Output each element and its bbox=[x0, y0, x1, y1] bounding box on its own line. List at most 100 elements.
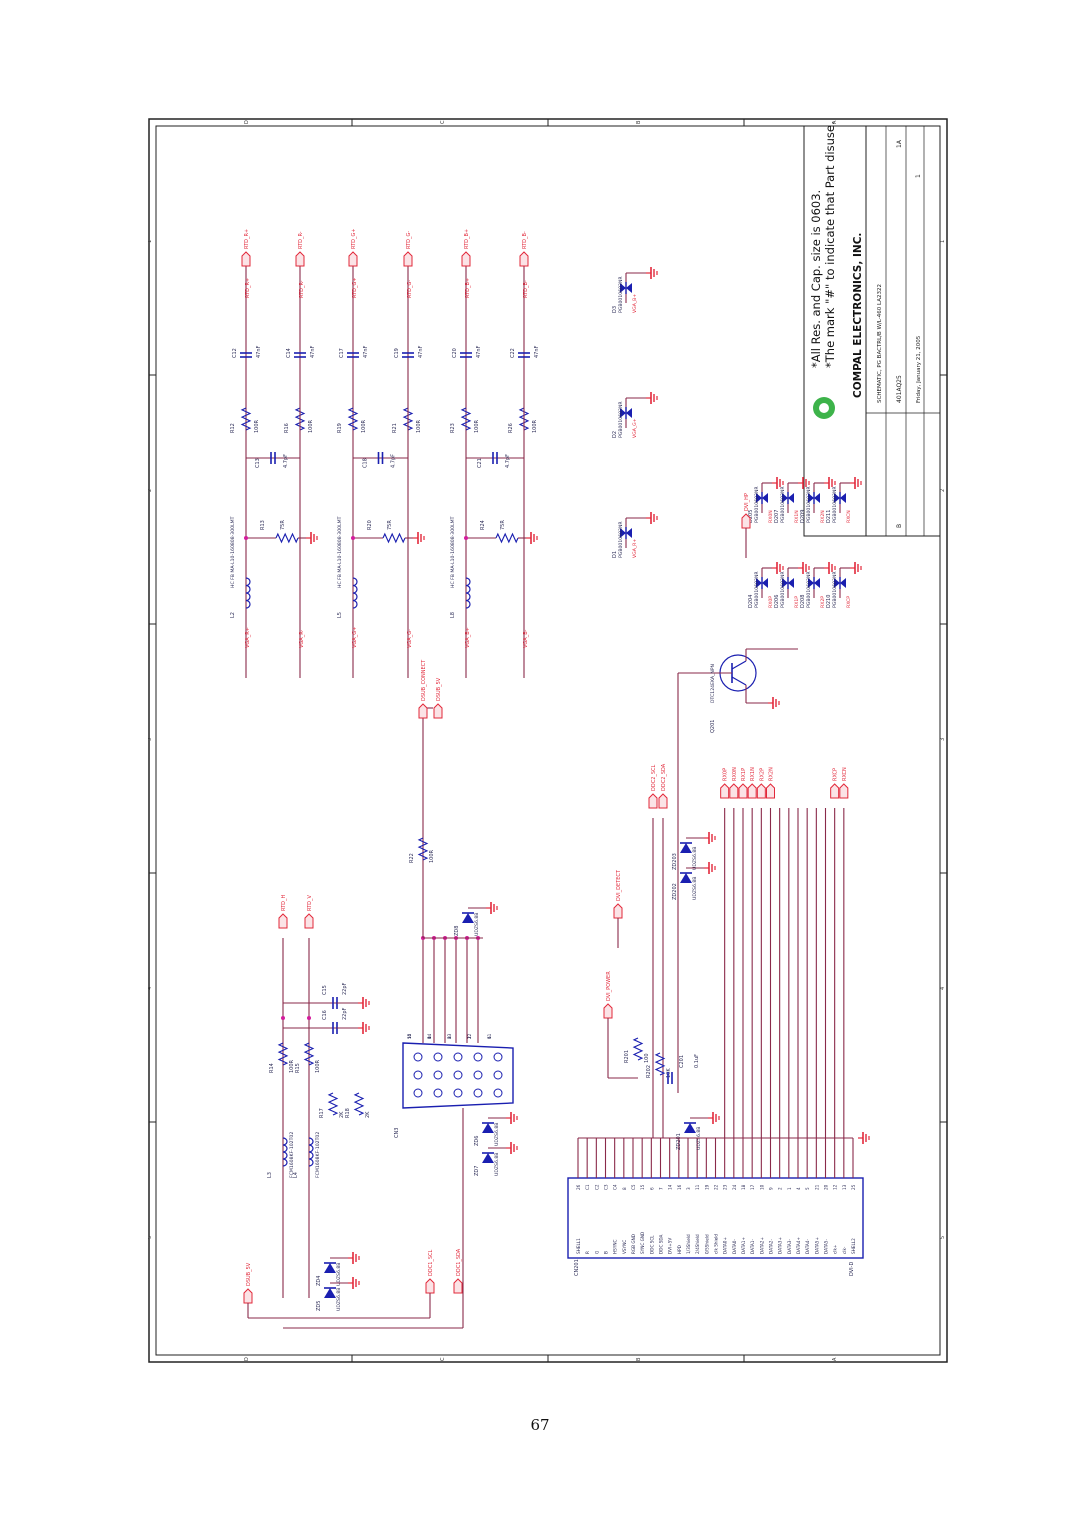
res-ref: R16 bbox=[284, 423, 290, 433]
input-net-label: VGA_G- bbox=[407, 629, 413, 648]
dvi-pin-name: SHELL1 bbox=[576, 1238, 581, 1254]
port-label: DVI_HP bbox=[744, 493, 750, 511]
ground-symbol bbox=[772, 477, 784, 489]
ind-value: HC FB MA-L10-160808-300LMT bbox=[450, 516, 456, 588]
ground-symbol bbox=[768, 697, 780, 709]
dvi-pin: BC3 bbox=[604, 1138, 609, 1254]
net-label: RTD_G- bbox=[407, 280, 413, 298]
diode-part: PGB0010603NR bbox=[618, 521, 624, 558]
ddc-zener bbox=[462, 912, 474, 923]
tvs-body bbox=[840, 493, 846, 503]
cap-value: 47nF bbox=[418, 345, 424, 358]
dvi-pin-number: 14 bbox=[668, 1184, 673, 1190]
ind-value: HC FB MA-L10-160808-300LMT bbox=[230, 516, 236, 588]
diode-ref: D204 bbox=[748, 595, 754, 608]
dvi-pin-number: 21 bbox=[814, 1184, 819, 1190]
port-shape bbox=[741, 513, 751, 529]
dvi-pin-number: 20 bbox=[824, 1184, 829, 1190]
ground-symbol bbox=[358, 1022, 370, 1034]
port-shape bbox=[729, 783, 739, 799]
dvi-pin: DATA3-1 bbox=[787, 1138, 792, 1254]
pin-number: 5 bbox=[407, 1036, 412, 1039]
dvi-pin: clk- 13 bbox=[842, 1138, 847, 1254]
ferrite-inductor bbox=[245, 577, 251, 609]
dsub-pin bbox=[453, 1070, 463, 1080]
cap-value: 47nF bbox=[363, 345, 369, 358]
dvi-pin-name: SHELL2 bbox=[851, 1238, 856, 1254]
cap-ref: C13 bbox=[255, 458, 261, 468]
c201-capacitor bbox=[667, 1072, 673, 1084]
zener-ref: ZD6 bbox=[474, 1136, 480, 1146]
ground-symbol bbox=[358, 997, 370, 1009]
port-shape bbox=[241, 251, 251, 267]
sheet-number: 1 bbox=[915, 174, 922, 178]
res-value: 10K bbox=[666, 1068, 672, 1078]
ground-symbol bbox=[850, 477, 862, 489]
dvi-pin-number: 13 bbox=[842, 1184, 847, 1190]
diode-body bbox=[482, 1153, 494, 1163]
esd-tvs bbox=[620, 282, 632, 294]
dsub-pin bbox=[493, 1052, 503, 1062]
port-shape bbox=[658, 793, 668, 809]
dsub-pin bbox=[433, 1088, 443, 1098]
diode-net: RX0N bbox=[768, 510, 774, 523]
title-block: *All Res. and Cap. size is 0603. *The ma… bbox=[803, 121, 941, 537]
junction-dot bbox=[244, 536, 248, 540]
zener-ref: ZD4 bbox=[316, 1276, 322, 1286]
ground-symbol bbox=[413, 532, 425, 544]
cap-ref: C17 bbox=[339, 348, 345, 358]
dvi-pin: DATA0+23 bbox=[723, 1138, 728, 1254]
res-value: 75R bbox=[500, 520, 506, 530]
dvi-data-port: RX2N bbox=[766, 767, 775, 799]
ground-symbol bbox=[506, 1112, 518, 1124]
diode-ref: D1 bbox=[612, 551, 618, 558]
r22-resistor bbox=[417, 837, 429, 861]
dvi-pin: DATA5-20 bbox=[824, 1138, 829, 1254]
zener-part: UDZS6.8B bbox=[692, 877, 698, 900]
cap-value: 22pF bbox=[342, 982, 348, 995]
border-col-label: B bbox=[636, 120, 642, 124]
dvi-pin-name: clk- bbox=[842, 1246, 847, 1254]
ddc2-port: DDC2_SCL bbox=[648, 764, 658, 809]
zener-ref: ZD8 bbox=[454, 926, 460, 936]
ground-symbol bbox=[708, 1112, 720, 1124]
ground-symbol bbox=[824, 477, 836, 489]
ddc-zener bbox=[482, 1152, 494, 1163]
res-ref: R21 bbox=[392, 423, 398, 433]
pin-number: 9 bbox=[427, 1036, 432, 1039]
zener-part: UDZS6.8B bbox=[336, 1288, 342, 1311]
schematic-diagram: DDCCBBAA1122334455 *All Res. and Cap. si… bbox=[147, 118, 948, 1363]
input-net-label: VGA_R+ bbox=[245, 627, 251, 648]
pin-number: 12 bbox=[467, 1033, 472, 1039]
cap-ref: C19 bbox=[394, 348, 400, 358]
pin-number: 7 bbox=[467, 1036, 472, 1039]
border-col-label: A bbox=[832, 120, 838, 124]
zener-ref: ZD202 bbox=[672, 883, 678, 900]
dvi-pin-number: 19 bbox=[704, 1184, 709, 1190]
dvi-pin-number: C2 bbox=[594, 1184, 599, 1190]
dvi-pin: DATA1+18 bbox=[741, 1138, 746, 1254]
tvs-body bbox=[808, 578, 814, 588]
dvi-pin-number: 5 bbox=[805, 1187, 810, 1190]
res-value: 100R bbox=[315, 1059, 321, 1073]
dvi-pin-number: C3 bbox=[604, 1184, 609, 1190]
dvi-pin-number: 24 bbox=[732, 1184, 737, 1190]
res-value: 100R bbox=[361, 419, 367, 433]
port-shape bbox=[839, 783, 849, 799]
connector-ref: CN3 bbox=[394, 1128, 400, 1138]
diode-ref: D3 bbox=[612, 306, 618, 313]
transistor-part: DTC124EKA_NPN bbox=[710, 664, 716, 703]
dvi-pin-name: DATA4+ bbox=[796, 1237, 801, 1254]
port-label: RX0N bbox=[732, 767, 738, 781]
dvi-pin-number: 2 bbox=[778, 1187, 783, 1190]
